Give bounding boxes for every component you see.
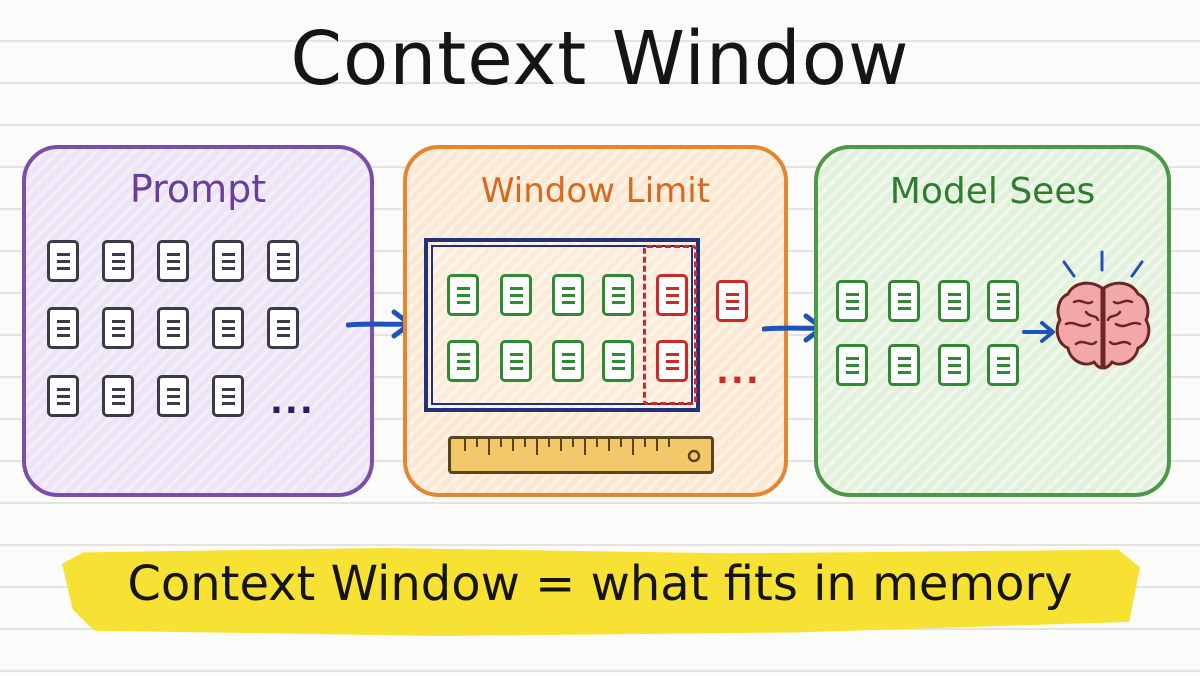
document-icon	[447, 274, 479, 316]
document-icon	[500, 340, 532, 382]
document-icon	[656, 340, 688, 382]
document-icon	[938, 344, 970, 386]
document-icon	[212, 307, 244, 349]
document-icon	[212, 240, 244, 282]
document-icon	[102, 240, 134, 282]
document-icon	[836, 344, 868, 386]
document-icon	[888, 344, 920, 386]
document-icon	[552, 274, 584, 316]
document-icon	[552, 340, 584, 382]
document-icon	[157, 240, 189, 282]
window-limit-panel-title: Window Limit	[480, 171, 711, 211]
document-icon	[602, 274, 634, 316]
ruler-icon	[448, 436, 714, 474]
prompt-ellipsis: ...	[270, 382, 315, 422]
prompt-panel: Prompt	[22, 145, 374, 497]
document-icon	[987, 344, 1019, 386]
caption-text: Context Window = what fits in memory	[127, 556, 1073, 612]
diagram-title: Context Window	[290, 16, 910, 102]
document-icon	[157, 375, 189, 417]
document-icon	[102, 375, 134, 417]
document-icon	[716, 280, 748, 322]
document-icon	[47, 375, 79, 417]
document-icon	[987, 280, 1019, 322]
document-icon	[888, 280, 920, 322]
prompt-panel-title: Prompt	[129, 167, 267, 211]
document-icon	[836, 280, 868, 322]
document-icon	[447, 340, 479, 382]
overflow-ellipsis: ...	[716, 352, 761, 392]
document-icon	[267, 307, 299, 349]
context-window-frame	[424, 238, 700, 412]
model-sees-panel-title: Model Sees	[889, 171, 1096, 212]
document-icon	[157, 307, 189, 349]
document-icon	[102, 307, 134, 349]
cutoff-boundary	[643, 245, 697, 405]
brain-icon	[1055, 250, 1151, 370]
document-icon	[938, 280, 970, 322]
document-icon	[212, 375, 244, 417]
document-icon	[47, 307, 79, 349]
context-window-frame-inner	[431, 245, 693, 405]
arrow-right-icon	[1022, 321, 1055, 343]
document-icon	[500, 274, 532, 316]
document-icon	[267, 240, 299, 282]
caption-highlight	[62, 548, 1140, 636]
document-icon	[656, 274, 688, 316]
document-icon	[602, 340, 634, 382]
document-icon	[47, 240, 79, 282]
